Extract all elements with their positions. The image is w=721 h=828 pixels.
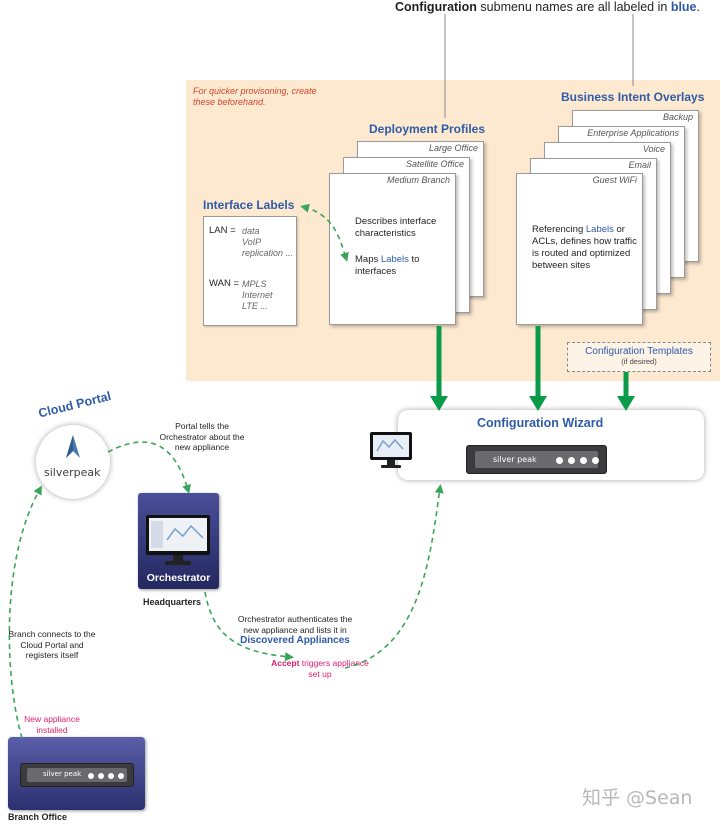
provisioning-note: For quicker provisoning, create these be… (193, 86, 317, 107)
port-icon (592, 457, 599, 464)
deployment-profiles-title: Deployment Profiles (369, 122, 486, 136)
port-icon (98, 773, 104, 779)
overlay-card-front: Guest WiFi Referencing Labels or ACLs, d… (516, 173, 643, 325)
port-icon (88, 773, 94, 779)
wan-value: Internet (242, 290, 273, 300)
overlay-card-label: Voice (642, 144, 665, 154)
overlay-card-label: Guest WiFi (592, 175, 637, 185)
lan-value: data (242, 226, 260, 236)
monitor-icon (370, 432, 412, 468)
orchestrator-auth-note: Orchestrator authenticates the new appli… (237, 614, 353, 646)
orchestrator-title: Orchestrator (146, 572, 211, 584)
monitor-icon (146, 515, 210, 565)
wan-value: MPLS (242, 279, 267, 289)
profile-card-front: Medium Branch Describes interface charac… (329, 173, 456, 325)
configuration-templates-box: Configuration Templates (if desired) (567, 342, 711, 372)
cloud-portal-title: Cloud Portal (37, 389, 113, 421)
port-icon (580, 457, 587, 464)
portal-notifies-note: Portal tells the Orchestrator about the … (159, 421, 245, 452)
business-intent-overlays-title: Business Intent Overlays (561, 90, 705, 104)
headquarters-label: Headquarters (143, 597, 202, 607)
watermark: 知乎 @Sean (582, 787, 693, 809)
appliance-brand: silver peak (43, 770, 82, 778)
overlay-description: Referencing Labels or ACLs, defines how … (532, 224, 637, 271)
profile-card-label: Satellite Office (405, 159, 464, 169)
new-appliance-note: New appliance installed (24, 714, 80, 735)
overlay-card-label: Backup (662, 112, 693, 122)
profile-card-label: Large Office (428, 143, 478, 153)
appliance-brand: silver peak (493, 455, 537, 464)
silverpeak-logo-icon (66, 435, 80, 458)
lan-value: VoIP (242, 237, 262, 247)
branch-appliance-icon: silver peak (20, 763, 134, 787)
dashed-green-arrow (8, 485, 42, 739)
port-icon (568, 457, 575, 464)
submenu-naming-caption: Configuration submenu names are all labe… (395, 0, 700, 14)
configuration-wizard-title: Configuration Wizard (477, 416, 604, 430)
configuration-templates-subtitle: (if desired) (621, 357, 657, 366)
profile-mapping-note: Maps Labels to interfaces (355, 254, 420, 277)
overlay-card-label: Enterprise Applications (587, 128, 679, 138)
wan-key: WAN = (209, 278, 239, 289)
profile-description: Describes interface characteristics (355, 216, 437, 239)
branch-registers-note: Branch connects to the Cloud Portal and … (8, 629, 96, 660)
interface-labels-title: Interface Labels (203, 198, 295, 212)
configuration-templates-title: Configuration Templates (585, 346, 693, 357)
overlay-card-label: Email (628, 160, 651, 170)
cloud-portal-logo-text: silverpeak (44, 466, 101, 479)
port-icon (556, 457, 563, 464)
port-icon (108, 773, 114, 779)
wan-value: LTE ... (242, 301, 268, 311)
interface-labels-card: LAN = data VoIP replication ... WAN = MP… (203, 216, 297, 326)
dashed-green-arrow (344, 484, 444, 669)
branch-office-label: Branch Office (8, 812, 68, 822)
wizard-appliance-icon: silver peak (466, 445, 607, 474)
accept-note: Accept triggers appliance set up (271, 658, 369, 679)
profile-card-label: Medium Branch (386, 175, 450, 185)
discovered-appliances-label: Discovered Appliances (240, 635, 350, 646)
appliance-faceplate (475, 451, 598, 468)
port-icon (118, 773, 124, 779)
lan-key: LAN = (209, 225, 236, 236)
lan-value: replication ... (242, 248, 294, 258)
